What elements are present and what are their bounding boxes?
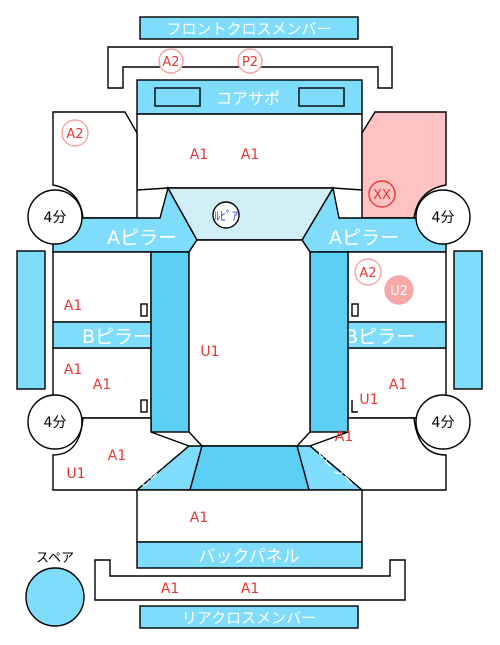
spare-tire[interactable] <box>25 567 85 627</box>
b-pillar-left-label: Bピラー <box>82 326 152 348</box>
back-panel-label: バックパネル <box>198 547 299 567</box>
rear-cross-member-bar[interactable] <box>139 605 359 629</box>
mark-front-a2: A2 <box>162 55 179 70</box>
core-support-headlight-right <box>298 87 345 107</box>
core-support-label: コアサポ <box>216 89 280 108</box>
mark-left-front-a2: A2 <box>66 127 83 142</box>
spare-label: スペア <box>36 551 74 566</box>
mark-rear-cross-a1-1[interactable]: A1 <box>161 581 179 597</box>
mark-rear-cross-a1-2[interactable]: A1 <box>241 581 259 597</box>
rear-bumper[interactable] <box>94 559 406 601</box>
mark-circle-right-a2[interactable] <box>354 258 382 286</box>
back-panel[interactable] <box>136 541 363 569</box>
mark-circle-right-u2[interactable] <box>384 275 414 305</box>
core-support-headlight-left <box>154 87 201 107</box>
mark-trunk-a1[interactable]: A1 <box>190 510 208 526</box>
right-rear-fender[interactable] <box>308 417 447 491</box>
rear-cross-member-label: リアクロスメンバー <box>182 609 316 627</box>
right-side-sill[interactable] <box>453 250 483 390</box>
mark-right-rear-fender-a1[interactable]: A1 <box>335 429 353 445</box>
right-rear-door-handle <box>351 400 358 413</box>
rear-glass[interactable] <box>189 445 310 491</box>
tire-rear-left[interactable] <box>27 394 83 450</box>
mark-left-rear-door-a1-1[interactable]: A1 <box>64 362 82 378</box>
mark-right-u2: U2 <box>390 284 408 299</box>
front-cross-member-bar[interactable] <box>139 16 359 40</box>
tire-front-right[interactable] <box>415 189 471 245</box>
left-roof-rail[interactable] <box>150 251 190 433</box>
mark-hood-a1-1[interactable]: A1 <box>190 147 208 163</box>
left-front-door[interactable] <box>52 251 152 323</box>
tire-front-left-label: 4分 <box>44 210 67 226</box>
mark-left-rear-door-a1-2[interactable]: A1 <box>93 377 111 393</box>
tire-rear-right[interactable] <box>415 394 471 450</box>
trunk-panel[interactable] <box>136 489 363 543</box>
mark-left-rear-fender-u1[interactable]: U1 <box>66 466 85 482</box>
roof-panel[interactable] <box>188 239 311 447</box>
front-cross-member-label: フロントクロスメンバー <box>166 20 331 38</box>
mark-right-rear-door-u1[interactable]: U1 <box>359 392 378 408</box>
mark-circle-right-front-xx[interactable] <box>368 180 396 208</box>
mark-roof-u1[interactable]: U1 <box>200 344 219 360</box>
tire-rear-left-label: 4分 <box>44 415 67 431</box>
mark-hood-a1-2[interactable]: A1 <box>241 147 259 163</box>
mark-left-front-door-a1[interactable]: A1 <box>64 298 82 314</box>
mark-circle-front-a2[interactable] <box>158 48 184 74</box>
tire-front-right-label: 4分 <box>432 210 455 226</box>
b-pillar-right-label: Bピラー <box>345 326 415 348</box>
mark-front-p2: P2 <box>242 55 258 70</box>
right-roof-rail[interactable] <box>309 251 349 433</box>
left-side-sill[interactable] <box>16 250 46 390</box>
mark-right-a2: A2 <box>359 266 376 281</box>
roof-marker-circle <box>212 201 240 229</box>
left-rear-door-handle <box>140 399 148 413</box>
mark-circle-left-front-a2[interactable] <box>61 119 89 147</box>
mark-right-rear-door-a1[interactable]: A1 <box>389 377 407 393</box>
a-pillar-right-label: Aピラー <box>329 227 399 249</box>
roof-marker-label: ﾙﾋﾟｱ <box>214 209 238 223</box>
mark-right-front-xx: XX <box>373 188 391 203</box>
tire-rear-right-label: 4分 <box>432 415 455 431</box>
tire-front-left[interactable] <box>27 189 83 245</box>
mark-left-rear-fender-a1[interactable]: A1 <box>108 448 126 464</box>
a-pillar-left-label: Aピラー <box>107 227 177 249</box>
right-front-door-handle <box>351 303 359 317</box>
mark-circle-front-p2[interactable] <box>237 48 263 74</box>
left-front-door-handle <box>140 303 148 317</box>
